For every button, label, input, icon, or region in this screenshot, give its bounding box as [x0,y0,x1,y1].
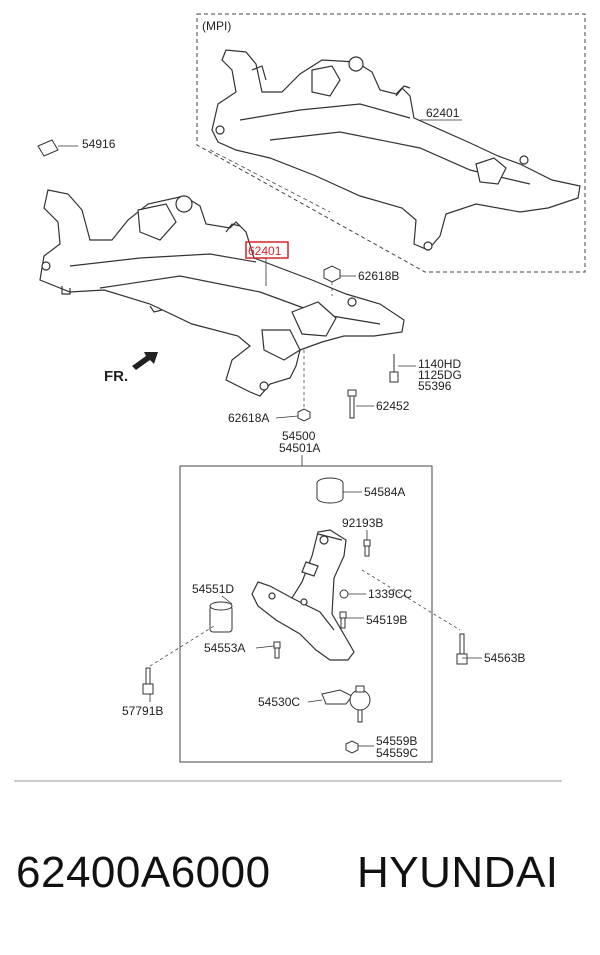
leader-54551d [221,595,233,605]
parts-diagram: (MPI) 62401 54916 62401 [14,13,586,782]
callout-62401-main: 62401 [248,244,282,258]
brand-name: HYUNDAI [357,848,559,897]
bushing-54551d [209,601,233,633]
inset-guide [209,149,331,213]
callout-54584a: 54584A [364,485,405,499]
mpi-inset-box [196,13,586,273]
guide-57791b [149,625,215,667]
bushing-54584a [316,477,344,504]
bolt-54553a [273,641,281,659]
bolt-57791b [142,667,154,695]
callout-92193b: 92193B [342,516,383,530]
part-number: 62400A6000 [16,848,271,897]
leader-54553a [255,645,275,649]
callout-54500: 54500 [282,429,316,443]
callout-62401-top: 62401 [426,106,460,120]
callout-54530c: 54530C [258,695,300,709]
ball-joint-54530c [321,685,371,723]
guide-54563b [361,569,461,631]
callout-54519b: 54519B [366,613,407,627]
nut-62618b [323,265,341,283]
callout-62618a: 62618A [228,411,269,425]
nut-1339cc [339,589,349,599]
callout-54559c: 54559C [376,746,418,760]
callout-55396: 55396 [418,379,452,393]
callout-62618b: 62618B [358,269,399,283]
mpi-subframe-illustration [211,49,581,251]
lower-control-arm-illustration [251,529,355,661]
callout-54501a: 54501A [279,441,320,455]
callout-54551d: 54551D [192,582,234,596]
callout-54559b: 54559B [376,734,417,748]
callout-54916: 54916 [82,137,116,151]
bolt-54563b [456,633,468,665]
front-label: FR. [104,368,128,385]
callout-54563b: 54563B [484,651,525,665]
nut-62618a [297,408,311,422]
bolt-54519b [339,611,347,629]
mpi-label: (MPI) [202,19,231,33]
callout-1339cc: 1339CC [368,587,412,601]
highlight-box-62401 [245,241,289,259]
front-arrow-icon [132,352,158,370]
callout-57791b: 57791B [122,704,163,718]
clip-54916 [37,139,59,157]
callout-1125dg: 1125DG [418,368,462,382]
footer: 62400A6000 HYUNDAI [0,848,600,918]
leader-54530c [307,699,323,703]
callout-1140hd: 1140HD [418,357,461,371]
bolt-1140hd [389,354,399,383]
callout-54553a: 54553A [204,641,245,655]
bolt-92193b [363,539,371,557]
nut-54559b [345,740,359,754]
bolt-62452 [347,389,357,419]
subframe-illustration [39,189,405,397]
leader-62618a [275,415,299,419]
lower-arm-box [179,465,433,763]
callout-62452: 62452 [376,399,410,413]
